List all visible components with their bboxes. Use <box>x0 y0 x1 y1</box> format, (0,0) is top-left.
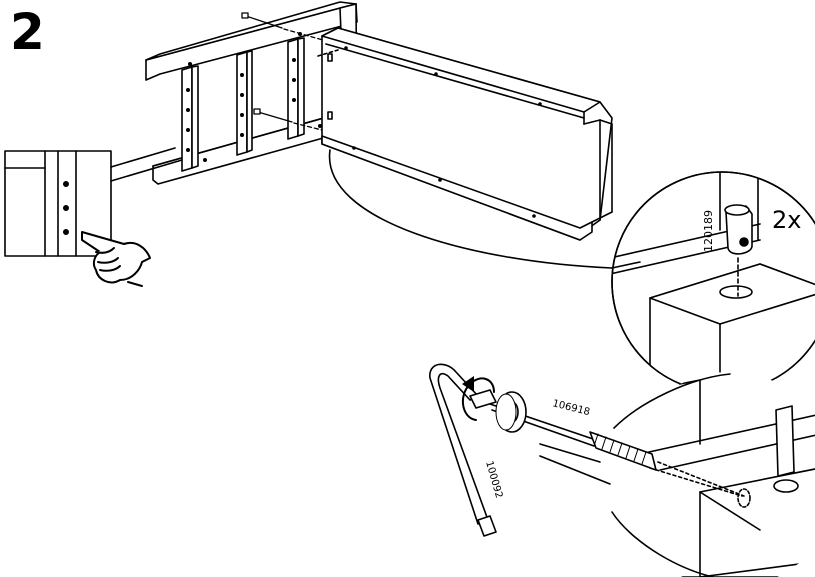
bolt: 106918 <box>489 391 745 497</box>
step-number: 2 <box>10 3 45 61</box>
hex-key-part-code: 100092 <box>483 460 504 500</box>
hex-key: 100092 <box>429 363 504 537</box>
cam-lock-part-code: 120189 <box>702 210 715 252</box>
detail-cam-lock: 120189 2x <box>611 171 815 393</box>
cam-lock-quantity: 2x <box>772 206 801 234</box>
detail-box-side-holes <box>4 147 183 257</box>
hand-pointing-icon <box>81 231 151 287</box>
rotate-arrow-icon <box>461 376 495 421</box>
detail-callout-curve <box>328 149 613 269</box>
bolt-part-code: 106918 <box>551 398 591 418</box>
long-panel <box>317 27 613 241</box>
